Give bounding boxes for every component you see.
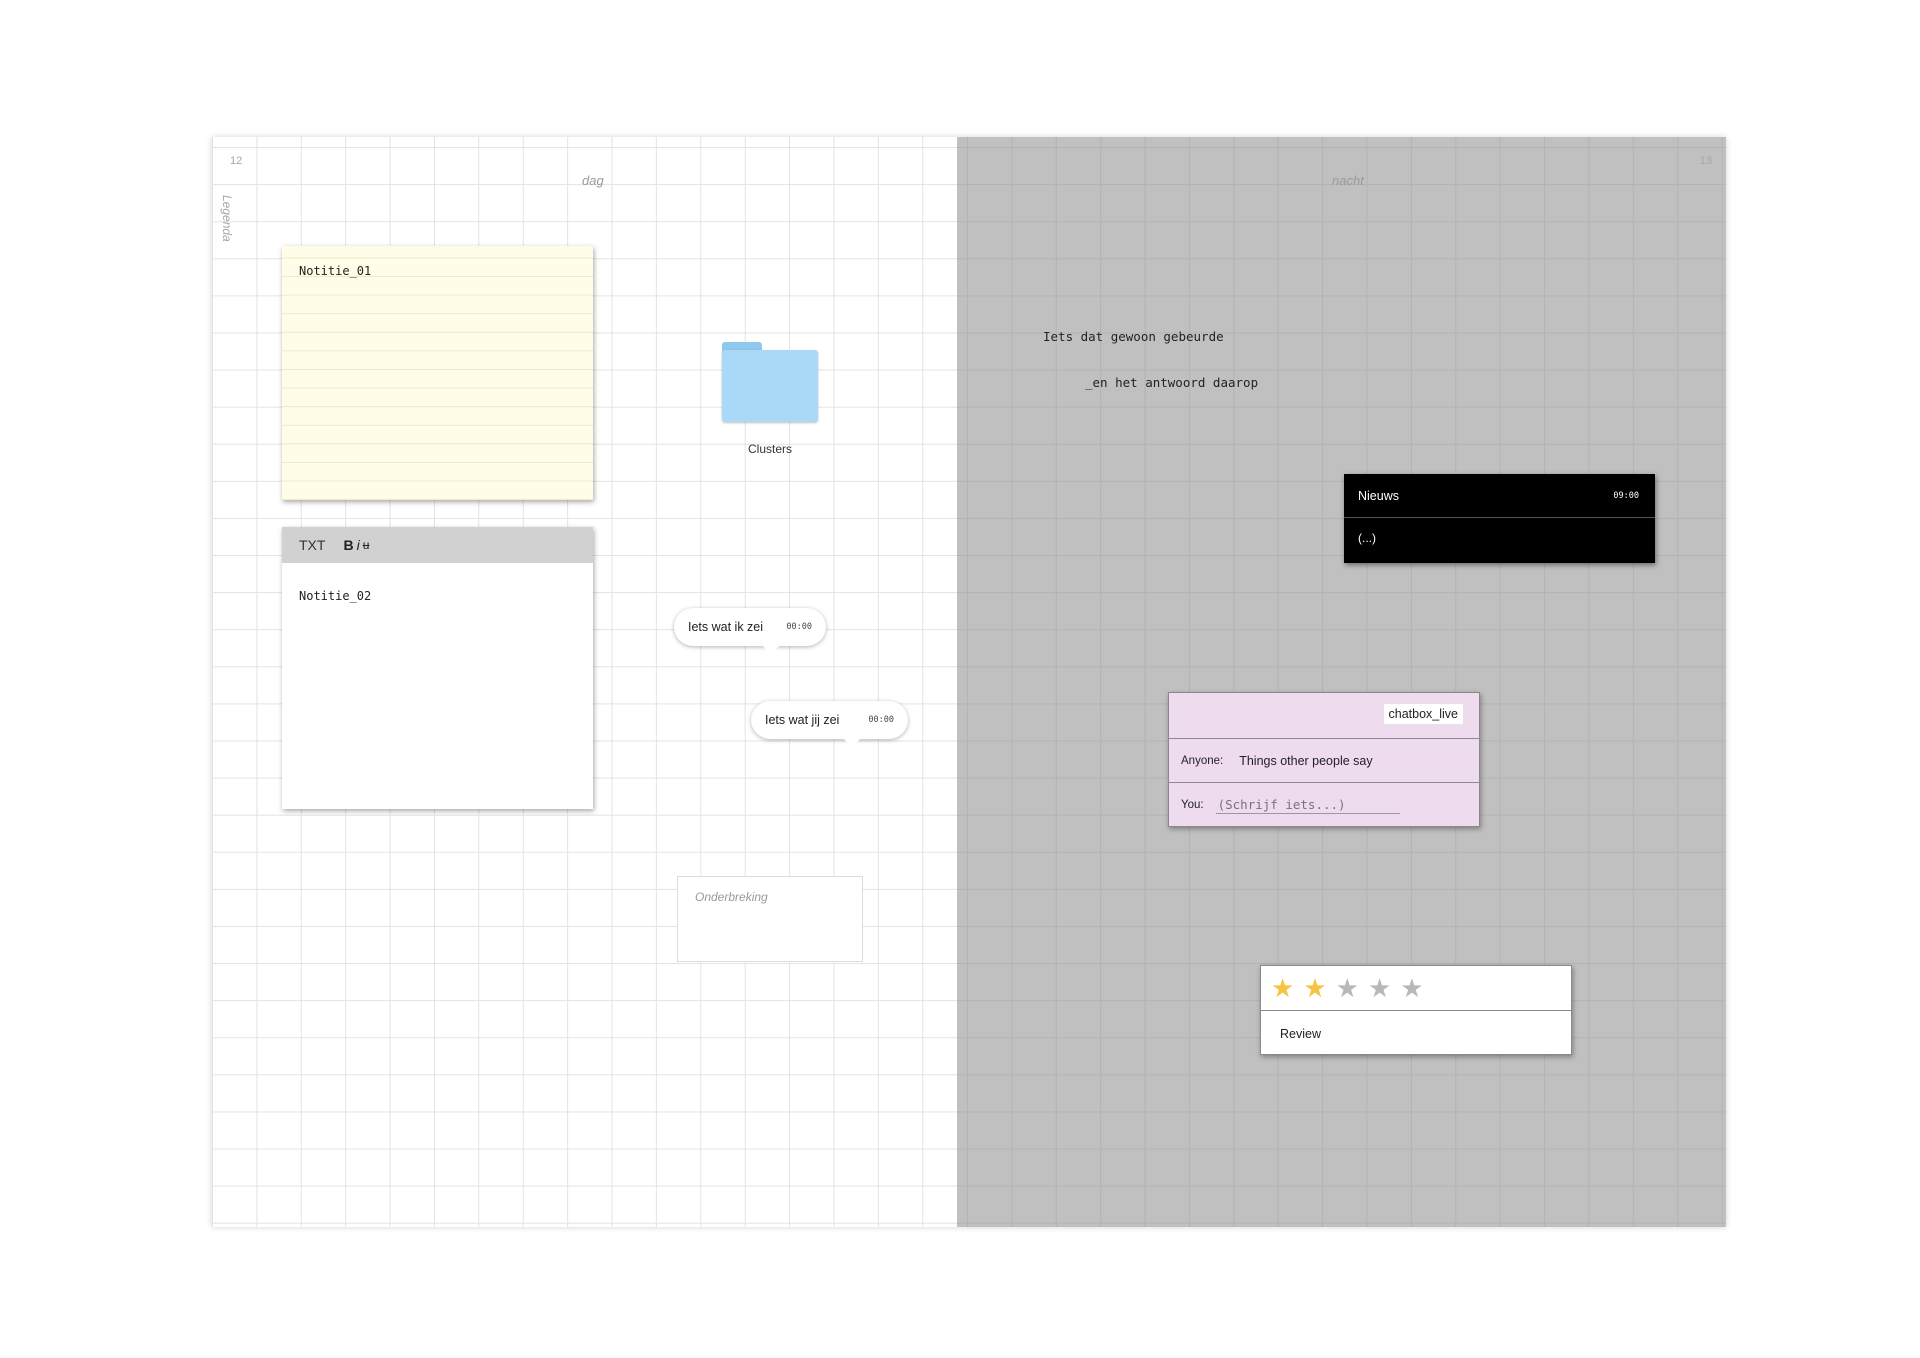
text-format-toolbar: TXT B i u (282, 527, 593, 563)
chat-header: chatbox_live (1169, 693, 1479, 739)
event-text: Iets dat gewoon gebeurde (1043, 329, 1224, 344)
bubble-text: Iets wat ik zei (688, 620, 764, 634)
review-label: Review (1280, 1027, 1321, 1041)
bubble-text: Iets wat jij zei (765, 713, 840, 727)
left-page-number: 12 (230, 155, 243, 167)
right-page-number: 13 (1699, 155, 1712, 167)
news-body: (...) (1358, 531, 1376, 545)
chat-sender-label: Anyone: (1181, 754, 1224, 767)
response-text: _en het antwoord daarop (1085, 375, 1259, 390)
notebook-spread: 12 Legenda dag Notitie_01 TXT B i u Noti… (212, 137, 1726, 1227)
legenda-label: Legenda (220, 195, 234, 242)
chat-input[interactable] (1215, 796, 1400, 814)
right-page-night: 13 nacht (957, 137, 1726, 1227)
day-label: dag (582, 173, 604, 188)
star-rating[interactable]: ★ ★ ★ ★ ★ (1261, 966, 1571, 1011)
bold-button[interactable]: B (343, 537, 354, 553)
interruption-label: Onderbreking (695, 890, 768, 904)
star-icon[interactable]: ★ (1335, 973, 1359, 1003)
folder-label[interactable]: Clusters (747, 442, 792, 456)
speech-bubble-yours[interactable]: Iets wat jij zei 00:00 (751, 701, 908, 748)
bubble-time: 00:00 (786, 622, 812, 632)
left-page-day: 12 Legenda dag Notitie_01 TXT B i u Noti… (212, 137, 957, 1227)
chat-you-label: You: (1181, 799, 1204, 811)
note-title: Notitie_02 (299, 589, 372, 603)
news-time: 09:00 (1613, 490, 1639, 501)
note-title: Notitie_01 (299, 264, 372, 278)
star-icon[interactable]: ★ (1400, 973, 1424, 1003)
interruption-box[interactable]: Onderbreking (677, 876, 863, 962)
chat-input-row: You: (1169, 783, 1479, 827)
news-widget[interactable]: Nieuws 09:00 (...) (1344, 474, 1655, 563)
night-label: nacht (1332, 173, 1364, 188)
folder-icon[interactable] (722, 342, 818, 422)
star-icon[interactable]: ★ (1271, 973, 1295, 1003)
bubble-time: 00:00 (868, 715, 894, 725)
strikethrough-button[interactable]: u (362, 538, 370, 552)
note-card-02[interactable]: TXT B i u Notitie_02 (282, 527, 593, 809)
folder-body (722, 350, 818, 422)
italic-button[interactable]: i (356, 537, 360, 553)
note-card-01[interactable]: Notitie_01 (282, 246, 593, 500)
star-icon[interactable]: ★ (1303, 973, 1327, 1003)
chat-channel-tag: chatbox_live (1383, 704, 1463, 724)
news-title: Nieuws (1358, 488, 1399, 503)
chat-message-row: Anyone: Things other people say (1169, 739, 1479, 783)
chatbox-widget: chatbox_live Anyone: Things other people… (1168, 692, 1480, 827)
star-icon[interactable]: ★ (1367, 973, 1392, 1003)
review-widget: ★ ★ ★ ★ ★ Review (1260, 965, 1572, 1055)
chat-message: Things other people say (1239, 753, 1373, 768)
text-type-button[interactable]: TXT (299, 537, 326, 553)
news-header: Nieuws 09:00 (1344, 474, 1655, 518)
speech-bubble-mine[interactable]: Iets wat ik zei 00:00 (674, 608, 826, 655)
